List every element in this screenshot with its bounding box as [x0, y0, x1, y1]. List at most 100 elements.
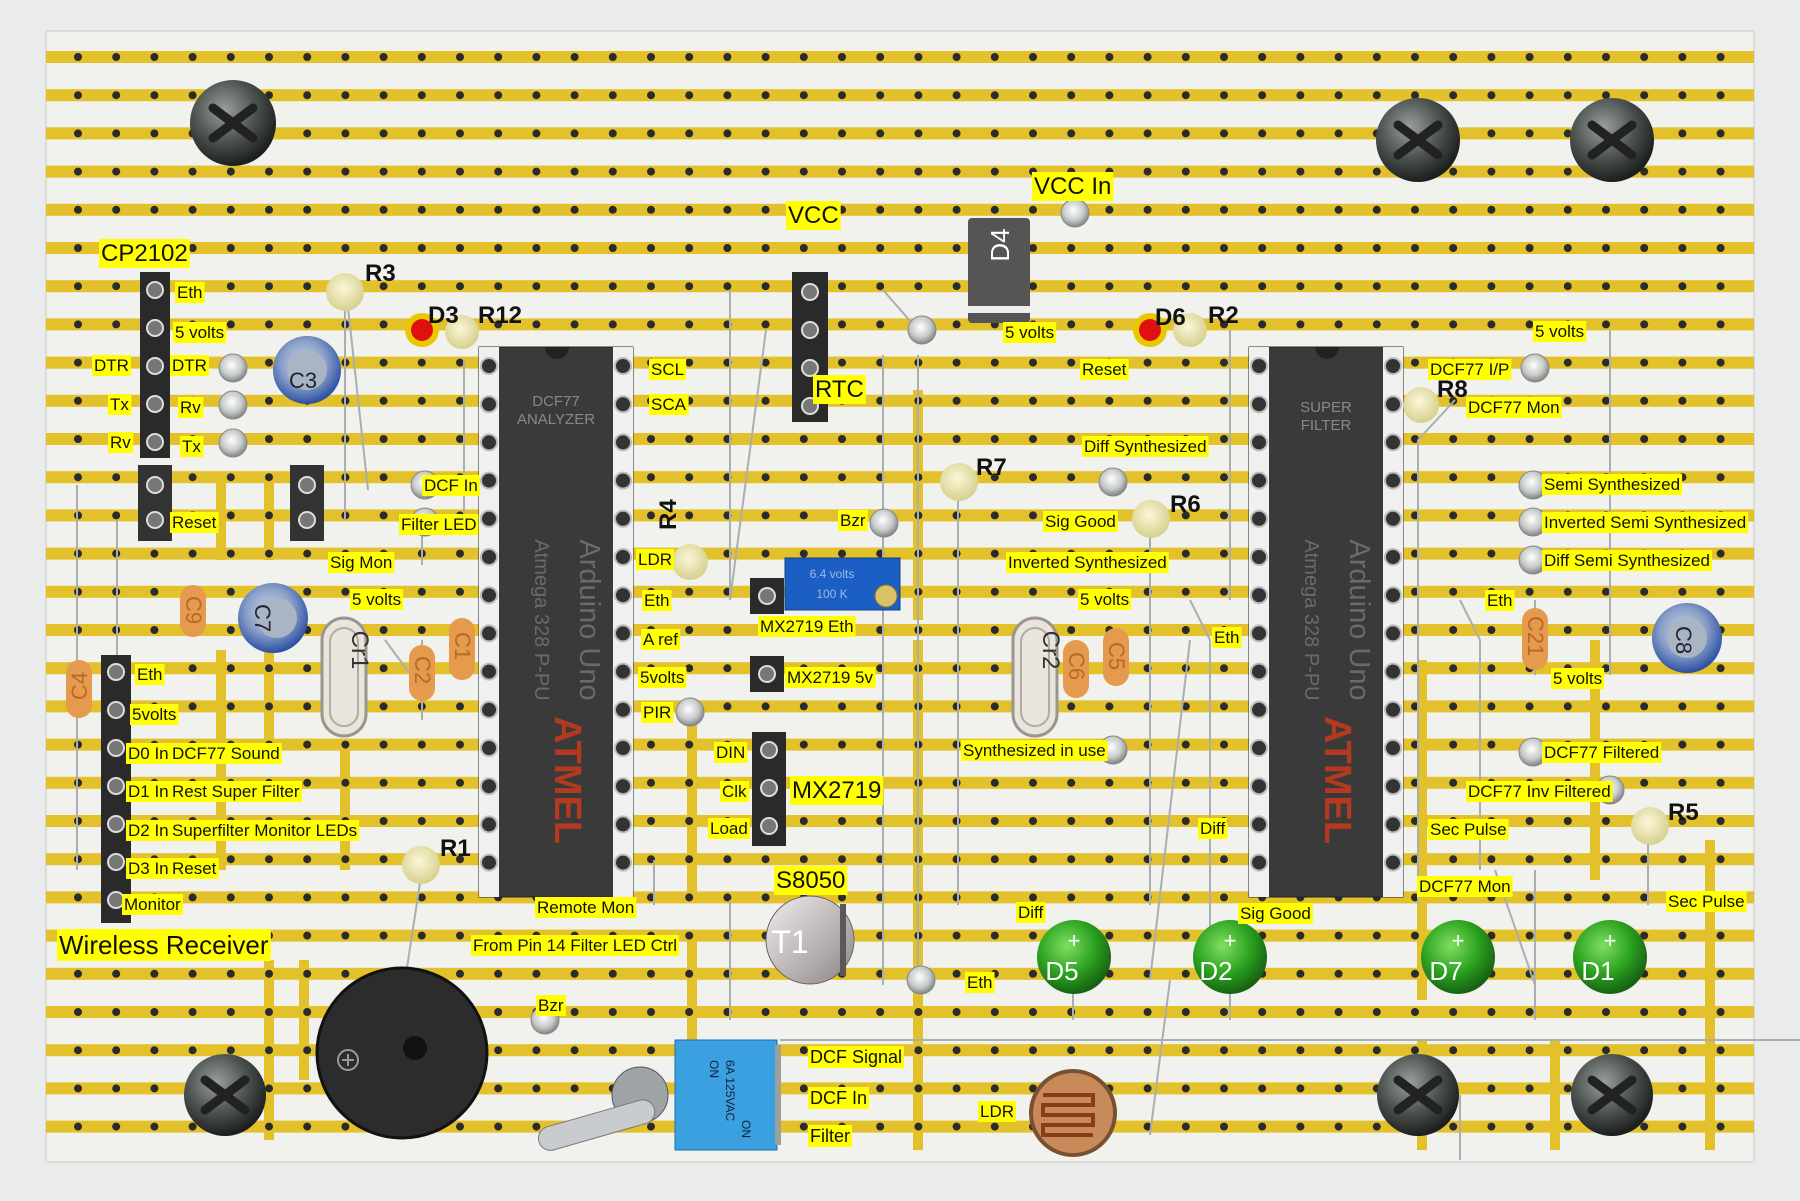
board-hole [341, 778, 350, 787]
chip-left-part: Atmega 328 P-PU [530, 539, 552, 700]
board-hole [1449, 549, 1458, 558]
board-hole [952, 626, 961, 634]
eth-r-label: Eth [1214, 628, 1240, 647]
board-hole [1411, 320, 1419, 329]
board-hole [799, 740, 808, 749]
board-hole [1067, 282, 1076, 291]
chip-pin [614, 853, 632, 872]
board-hole [226, 53, 235, 61]
board-hole [1334, 1122, 1343, 1131]
board-hole [1487, 167, 1496, 176]
board-hole [1181, 702, 1190, 711]
cap-c8: C8 [1652, 603, 1722, 673]
board-hole [150, 1084, 159, 1093]
board-hole [379, 817, 388, 825]
chip-pin [1250, 509, 1268, 528]
board-hole [1716, 435, 1725, 443]
board-hole [1181, 53, 1190, 61]
board-hole [685, 740, 694, 749]
pad-pin [1098, 467, 1128, 497]
label-highlight [178, 397, 204, 418]
led-d1: D1 + [1573, 920, 1647, 994]
chip-pin [1384, 471, 1402, 490]
board-hole [417, 358, 426, 367]
wireless-receiver-label: Wireless Receiver [59, 930, 269, 960]
board-hole [1143, 1008, 1152, 1016]
board-hole [417, 778, 426, 787]
board-hole [608, 1008, 617, 1016]
filter-label-group: Filter [808, 1125, 853, 1147]
link-strip [340, 740, 350, 870]
board-hole [1602, 244, 1610, 252]
scl-label: SCL [651, 360, 684, 379]
board-hole [1716, 205, 1725, 214]
c5-label: C5 [1104, 642, 1129, 670]
board-hole [341, 205, 350, 214]
mx2719-label-group: MX2719 [790, 776, 884, 805]
label-highlight [126, 743, 171, 764]
board-hole [1678, 587, 1687, 596]
board-hole [417, 396, 426, 405]
copper-strip [46, 89, 1754, 102]
remote-mon-label: Remote Mon [537, 898, 634, 917]
board-hole [685, 1008, 694, 1016]
board-hole [1372, 167, 1381, 176]
board-hole [761, 549, 770, 558]
board-hole [1716, 53, 1725, 61]
board-hole [1563, 702, 1572, 711]
board-hole [608, 320, 617, 329]
board-hole [1602, 1008, 1610, 1016]
board-hole [1143, 129, 1152, 138]
board-hole [1525, 702, 1534, 711]
board-hole [1678, 91, 1687, 100]
vcc-label-group: VCC [786, 201, 841, 230]
diff-synth-label-group: Diff Synthesized [1082, 436, 1209, 457]
board-hole [1716, 129, 1725, 138]
d3b-label: Reset [172, 859, 217, 878]
cr1-label: Cr1 [346, 631, 373, 670]
chip-pin [1250, 395, 1268, 414]
reset-left-label: Reset [172, 513, 217, 532]
d3-label-group: D3 [428, 302, 459, 329]
label-highlight [813, 375, 866, 404]
crystal-cr1: Cr1 [320, 616, 373, 738]
header-pin [107, 701, 125, 719]
board-hole [799, 702, 808, 711]
board-hole [761, 893, 770, 902]
board-hole [1449, 282, 1458, 291]
chip-pin [1250, 433, 1268, 452]
tx-right-label-group: Tx [180, 436, 204, 457]
board-hole [265, 855, 273, 864]
board-hole [1067, 626, 1076, 634]
board-hole [1220, 320, 1228, 329]
board-hole [379, 396, 388, 405]
eth-far-label: Eth [1487, 591, 1513, 610]
board-hole [188, 893, 197, 902]
board-hole [1487, 740, 1496, 749]
link-strip [299, 960, 309, 1080]
board-hole [838, 893, 846, 902]
board-hole [1067, 473, 1076, 482]
board-hole [608, 129, 617, 138]
sec-pulse-mid-label: Sec Pulse [1430, 820, 1507, 839]
c8-label: C8 [1671, 626, 1696, 654]
board-hole [1105, 778, 1114, 787]
board-hole [1525, 205, 1534, 214]
board-hole [1487, 435, 1496, 443]
chip-pin [1250, 357, 1268, 375]
board-hole [876, 1122, 885, 1131]
board-hole [1334, 320, 1343, 329]
board-hole [379, 358, 388, 367]
board-hole [723, 91, 732, 100]
board-hole [112, 1046, 121, 1055]
chip-pin [1384, 624, 1402, 643]
sec-pulse-mid-label-group: Sec Pulse [1428, 819, 1509, 840]
bzr-bottom-label: Bzr [538, 996, 564, 1015]
chip-pin [1384, 815, 1402, 834]
board-hole [799, 1008, 808, 1016]
screw-icon [184, 1054, 266, 1136]
label-highlight [173, 322, 227, 343]
board-hole [1716, 244, 1725, 252]
board-hole [1487, 664, 1496, 673]
board-hole [1220, 91, 1228, 100]
